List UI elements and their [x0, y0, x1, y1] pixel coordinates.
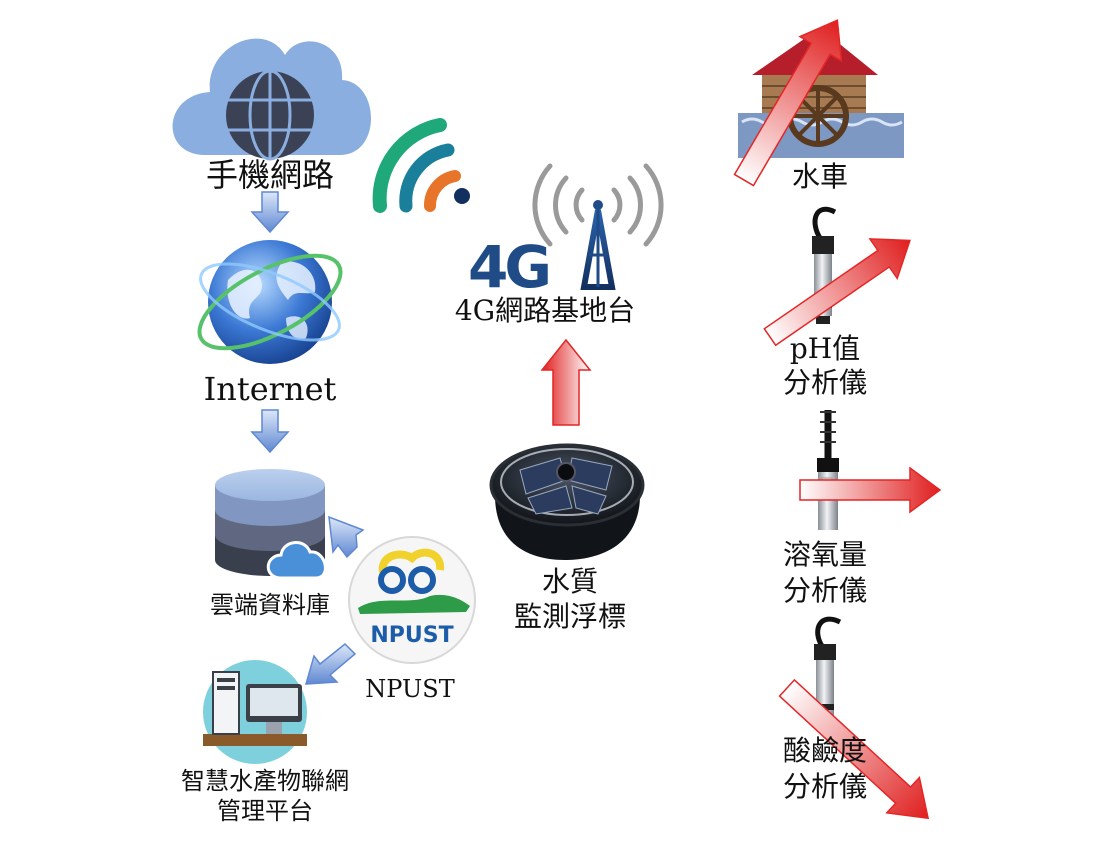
sensor-probe-do: [817, 410, 839, 530]
arrow-do-to-buoy: [799, 466, 942, 514]
computer-icon: [203, 660, 307, 764]
globe-icon: [197, 240, 343, 364]
platform-label-line1: 智慧水產物聯網: [181, 767, 349, 795]
do-label-line2: 分析儀: [782, 574, 867, 607]
arrow-npust-to-platform: [304, 642, 357, 685]
arrow-internet-to-database: [250, 409, 290, 454]
4g-tower-icon: 4G: [468, 163, 664, 301]
buoy-label-line1: 水質: [541, 565, 598, 598]
4g-logo-text: 4G: [468, 233, 548, 301]
buoy-label-line2: 監測浮標: [513, 600, 626, 633]
database-icon: [215, 469, 327, 580]
buoy-icon: [489, 443, 645, 560]
wifi-signal-icon: [372, 118, 470, 213]
base-station-label: 4G網路基地台: [454, 294, 636, 327]
internet-label: Internet: [203, 370, 337, 408]
arrow-ph-to-buoy: [763, 238, 911, 347]
salinity-label-line2: 分析儀: [782, 770, 867, 803]
cloud-globe-icon: [172, 38, 371, 161]
mobile-network-label: 手機網路: [205, 156, 334, 194]
arrow-buoy-to-tower: [540, 338, 592, 426]
npust-label: NPUST: [365, 675, 455, 703]
ph-label-line1: pH值: [789, 332, 861, 365]
cloud-db-label: 雲端資料庫: [210, 591, 330, 619]
waterwheel-label: 水車: [791, 160, 848, 193]
do-label-line1: 溶氧量: [782, 538, 867, 571]
ph-label-line2: 分析儀: [782, 366, 867, 399]
platform-label-line2: 管理平台: [217, 797, 313, 825]
npust-logo-text: NPUST: [370, 623, 453, 648]
npust-logo: NPUST: [348, 536, 476, 664]
salinity-label-line1: 酸鹼度: [782, 734, 867, 767]
arrow-waterwheel-to-buoy: [733, 19, 843, 187]
arrow-cloud-to-internet: [250, 191, 290, 234]
arrow-salinity-to-buoy: [778, 678, 930, 820]
arrow-npust-to-database: [328, 515, 365, 559]
